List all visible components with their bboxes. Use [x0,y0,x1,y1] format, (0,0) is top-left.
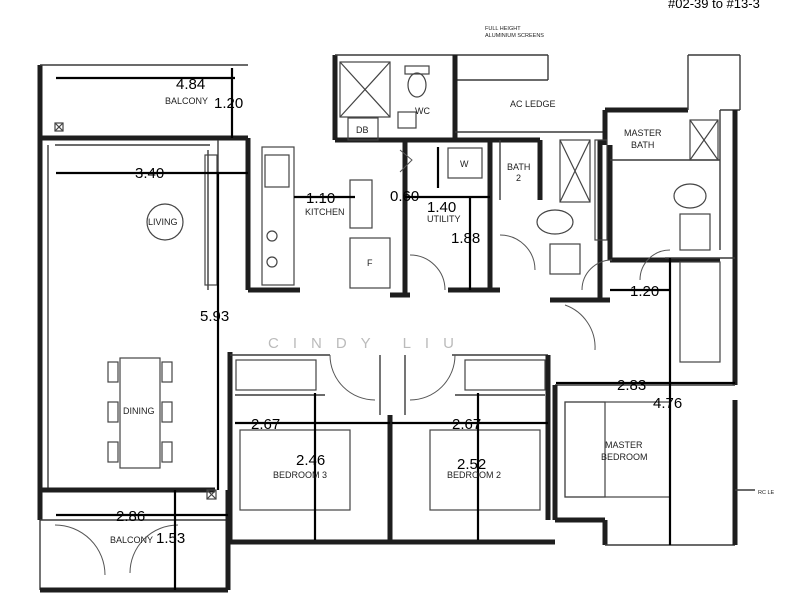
room-label-bath2-line1: BATH [507,162,530,172]
dimension-lines [56,68,735,590]
dim-corridor-width: 1.20 [630,283,659,300]
dim-balcony-top-width: 4.84 [176,76,205,93]
dim-balcony-top-depth: 1.20 [214,95,243,112]
room-label-db: DB [356,125,369,135]
room-label-master-bath-line1: MASTER [624,128,662,138]
room-label-master-bath-line2: BATH [631,140,654,150]
room-label-ac-ledge: AC LEDGE [510,99,556,109]
room-label-master-bedroom-line1: MASTER [605,440,643,450]
room-label-bedroom3: BEDROOM 3 [273,470,327,480]
room-label-dining: DINING [123,406,155,416]
dim-master-depth: 4.76 [653,395,682,412]
room-labels: BALCONY LIVING DINING BALCONY KITCHEN UT… [110,96,662,545]
room-label-bedroom2: BEDROOM 2 [447,470,501,480]
dim-bedroom2-depth: 2.52 [457,456,486,473]
room-label-bath2-line2: 2 [516,173,521,183]
room-label-balcony-bottom: BALCONY [110,535,153,545]
dim-utility-gap: 0.60 [390,188,419,205]
door-swings [54,149,671,576]
room-label-wc: WC [415,106,430,116]
dim-utility-width: 1.40 [427,199,456,216]
dim-balcony-bottom-width: 2.86 [116,508,145,525]
screens-note-line2: ALUMINIUM SCREENS [485,33,544,39]
dim-living-width: 3.40 [135,165,164,182]
dim-living-depth: 5.93 [200,308,229,325]
structural-columns [54,122,217,500]
room-label-f: F [367,258,373,268]
dim-bedroom3-width: 2.67 [251,416,280,433]
room-label-w: W [460,159,469,169]
room-label-master-bedroom-line2: BEDROOM [601,452,648,462]
dimension-labels: 4.84 1.20 3.40 5.93 1.10 0.60 1.40 1.88 … [116,76,682,547]
dim-master-width: 2.83 [617,377,646,394]
room-label-kitchen: KITCHEN [305,207,345,217]
dim-bedroom2-width: 2.67 [452,416,481,433]
room-label-balcony-top: BALCONY [165,96,208,106]
fixtures [107,61,721,511]
room-label-living: LIVING [148,217,178,227]
screens-note-line1: FULL HEIGHT [485,26,521,32]
dim-balcony-bottom-depth: 1.53 [156,530,185,547]
rc-note: RC LE [758,490,775,496]
dim-bedroom3-depth: 2.46 [296,452,325,469]
dim-kitchen-width: 1.10 [306,190,335,207]
dim-utility-depth: 1.88 [451,230,480,247]
room-label-utility: UTILITY [427,214,461,224]
watermark: CINDY LIU [268,335,468,352]
unit-reference: #02-39 to #13-3 [668,0,760,11]
